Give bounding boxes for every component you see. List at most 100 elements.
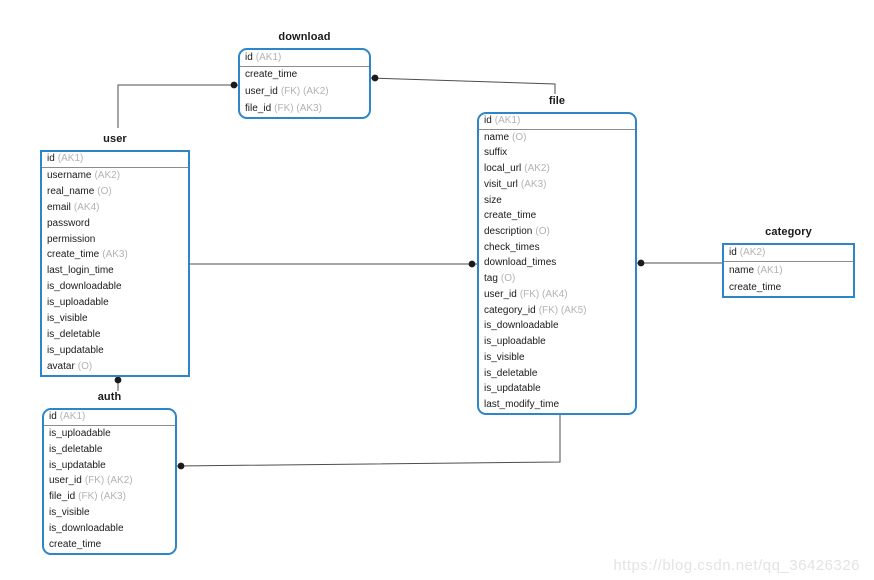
row-user-real_name: real_name(O) bbox=[42, 184, 188, 200]
connector-dot-download-user bbox=[230, 81, 238, 89]
field-name: description bbox=[484, 226, 533, 237]
field-annotation: (O) bbox=[500, 273, 516, 285]
field-name: is_updatable bbox=[49, 459, 106, 471]
row-user-create_time: create_time(AK3) bbox=[42, 248, 188, 264]
field-name: id bbox=[47, 153, 55, 165]
row-auth-file_id: file_id(FK) (AK3) bbox=[44, 489, 175, 505]
field-name: create_time bbox=[49, 538, 102, 550]
field-name: id bbox=[729, 247, 737, 258]
row-user-is_downloadable: is_downloadable bbox=[42, 279, 188, 295]
field-name: is_visible bbox=[49, 507, 90, 519]
connector-dot-file-category bbox=[637, 259, 645, 267]
row-auth-create_time: create_time bbox=[44, 537, 175, 553]
row-category-name: name(AK1) bbox=[724, 262, 853, 279]
row-download-user_id: user_id(FK) (AK2) bbox=[240, 84, 369, 101]
field-name: create_time bbox=[47, 249, 100, 261]
field-name: tag bbox=[484, 273, 498, 285]
row-auth-is_updatable: is_updatable bbox=[44, 458, 175, 474]
field-annotation: (AK2) bbox=[739, 247, 766, 258]
field-name: is_uploadable bbox=[49, 427, 111, 439]
row-auth-is_visible: is_visible bbox=[44, 505, 175, 521]
row-auth-id: id(AK1) bbox=[44, 410, 175, 426]
connector-dot-auth-file bbox=[177, 462, 185, 470]
row-file-is_visible: is_visible bbox=[479, 350, 635, 366]
field-name: is_visible bbox=[47, 313, 88, 325]
entity-title-file: file bbox=[548, 95, 566, 107]
field-name: file_id bbox=[49, 491, 76, 503]
connector-dot-user-file bbox=[468, 260, 476, 268]
row-user-is_deletable: is_deletable bbox=[42, 327, 188, 343]
field-annotation: (FK) (AK2) bbox=[280, 85, 329, 97]
field-name: create_time bbox=[245, 69, 298, 81]
field-name: is_deletable bbox=[47, 329, 101, 341]
row-file-is_downloadable: is_downloadable bbox=[479, 319, 635, 335]
row-download-file_id: file_id(FK) (AK3) bbox=[240, 100, 369, 117]
row-category-id: id(AK2) bbox=[724, 245, 853, 262]
row-auth-is_deletable: is_deletable bbox=[44, 442, 175, 458]
field-annotation: (AK3) bbox=[520, 178, 547, 190]
field-annotation: (AK1) bbox=[59, 411, 86, 423]
field-annotation: (AK1) bbox=[494, 115, 521, 127]
row-user-is_visible: is_visible bbox=[42, 311, 188, 327]
field-name: download_times bbox=[484, 257, 557, 269]
row-user-last_login_time: last_login_time bbox=[42, 263, 188, 279]
row-file-is_deletable: is_deletable bbox=[479, 366, 635, 382]
row-user-is_uploadable: is_uploadable bbox=[42, 295, 188, 311]
row-user-username: username(AK2) bbox=[42, 168, 188, 184]
field-annotation: (AK1) bbox=[255, 51, 282, 63]
field-annotation: (O) bbox=[77, 360, 93, 372]
row-download-id: id(AK1) bbox=[240, 50, 369, 67]
entity-download[interactable]: id(AK1) create_time user_id(FK) (AK2)file_… bbox=[238, 48, 371, 119]
row-file-download_times: download_times bbox=[479, 256, 635, 272]
field-name: is_uploadable bbox=[484, 336, 546, 348]
field-name: permission bbox=[47, 233, 96, 245]
field-name: size bbox=[484, 194, 502, 206]
field-name: name bbox=[484, 131, 510, 143]
row-auth-is_downloadable: is_downloadable bbox=[44, 521, 175, 537]
row-user-is_updatable: is_updatable bbox=[42, 343, 188, 359]
row-user-permission: permission bbox=[42, 232, 188, 248]
row-file-size: size bbox=[479, 193, 635, 209]
row-auth-user_id: user_id(FK) (AK2) bbox=[44, 474, 175, 490]
field-name: category_id bbox=[484, 304, 536, 316]
field-name: id bbox=[49, 411, 57, 423]
row-file-description: description(O) bbox=[479, 224, 635, 240]
field-annotation: (O) bbox=[97, 185, 112, 197]
field-name: is_visible bbox=[484, 351, 525, 363]
field-annotation: (O) bbox=[535, 226, 550, 237]
row-user-id: id(AK1) bbox=[42, 152, 188, 168]
connector-dot-download-file bbox=[371, 74, 379, 82]
field-name: user_id bbox=[484, 288, 517, 300]
connector-download-user bbox=[117, 84, 238, 128]
field-name: id bbox=[484, 115, 492, 127]
row-file-create_time: create_time bbox=[479, 208, 635, 224]
row-file-local_url: local_url(AK2) bbox=[479, 161, 635, 177]
row-file-category_id: category_id(FK) (AK5) bbox=[479, 303, 635, 319]
field-name: check_times bbox=[484, 241, 540, 253]
field-annotation: (FK) (AK3) bbox=[78, 491, 126, 503]
entity-title-user: user bbox=[103, 133, 127, 145]
field-annotation: (FK) (AK4) bbox=[519, 288, 568, 300]
field-name: last_login_time bbox=[47, 265, 114, 277]
field-name: file_id bbox=[245, 102, 272, 114]
field-annotation: (AK3) bbox=[102, 249, 128, 261]
field-annotation: (AK4) bbox=[73, 201, 100, 213]
field-name: username bbox=[47, 169, 92, 181]
field-name: create_time bbox=[484, 210, 537, 222]
field-annotation: (O) bbox=[512, 131, 527, 143]
row-user-email: email(AK4) bbox=[42, 200, 188, 216]
field-name: id bbox=[245, 51, 253, 63]
row-user-avatar: avatar(O) bbox=[42, 359, 188, 375]
field-name: create_time bbox=[729, 281, 782, 293]
row-file-check_times: check_times bbox=[479, 240, 635, 256]
field-name: is_updatable bbox=[484, 383, 541, 395]
entity-category[interactable]: id(AK2)name(AK1)create_time bbox=[722, 243, 855, 298]
field-name: is_downloadable bbox=[49, 523, 124, 535]
field-name: suffix bbox=[484, 147, 508, 159]
entity-title-download: download bbox=[278, 31, 331, 43]
entity-user[interactable]: id(AK1)username(AK2)real_name(O)email(AK… bbox=[40, 150, 190, 377]
row-auth-is_uploadable: is_uploadable bbox=[44, 426, 175, 442]
